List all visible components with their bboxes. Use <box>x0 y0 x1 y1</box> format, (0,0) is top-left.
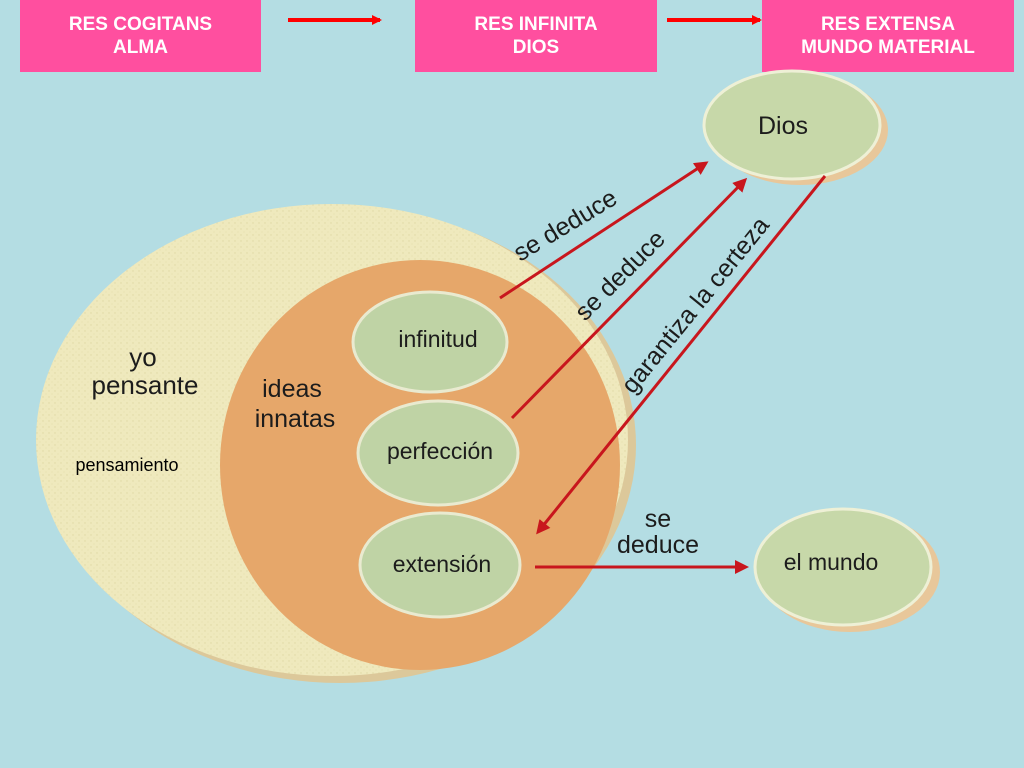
res-infinita-subtitle: DIOS <box>512 37 560 58</box>
mundo-label: el mundo <box>784 549 879 575</box>
arrow-label-deduce: deduce <box>617 531 699 559</box>
res-cogitans-title: RES COGITANS <box>68 14 213 35</box>
pensamiento-label: pensamiento <box>75 455 178 475</box>
mundo-node <box>753 507 933 627</box>
res-extensa-box: RES EXTENSA MUNDO MATERIAL <box>762 0 1014 72</box>
infinitud-label: infinitud <box>398 326 477 352</box>
pensante-label: pensante <box>92 370 199 400</box>
extension-node <box>358 511 522 619</box>
arrow-label-se-deduce-2: se deduce <box>569 225 670 326</box>
res-extensa-subtitle: MUNDO MATERIAL <box>801 37 975 58</box>
res-infinita-box: RES INFINITA DIOS <box>415 0 657 72</box>
res-infinita-title: RES INFINITA <box>474 14 598 35</box>
infinitud-node <box>351 290 509 394</box>
yo-label: yo <box>129 342 156 372</box>
innatas-label: innatas <box>255 405 336 433</box>
res-cogitans-box: RES COGITANS ALMA <box>20 0 261 72</box>
dios-node <box>702 69 882 181</box>
dios-label: Dios <box>758 112 808 140</box>
arrow-dios-extension <box>536 175 827 535</box>
res-extensa-title: RES EXTENSA <box>820 14 956 35</box>
res-cogitans-subtitle: ALMA <box>113 37 168 58</box>
ideas-label: ideas <box>262 375 322 403</box>
arrow-perfeccion-dios <box>510 177 748 420</box>
arrow-label-se: se <box>645 505 671 533</box>
perfeccion-label: perfección <box>387 438 493 464</box>
arrow-infinitud-dios <box>499 161 709 300</box>
perfeccion-node <box>356 399 520 507</box>
extension-label: extensión <box>393 551 491 577</box>
